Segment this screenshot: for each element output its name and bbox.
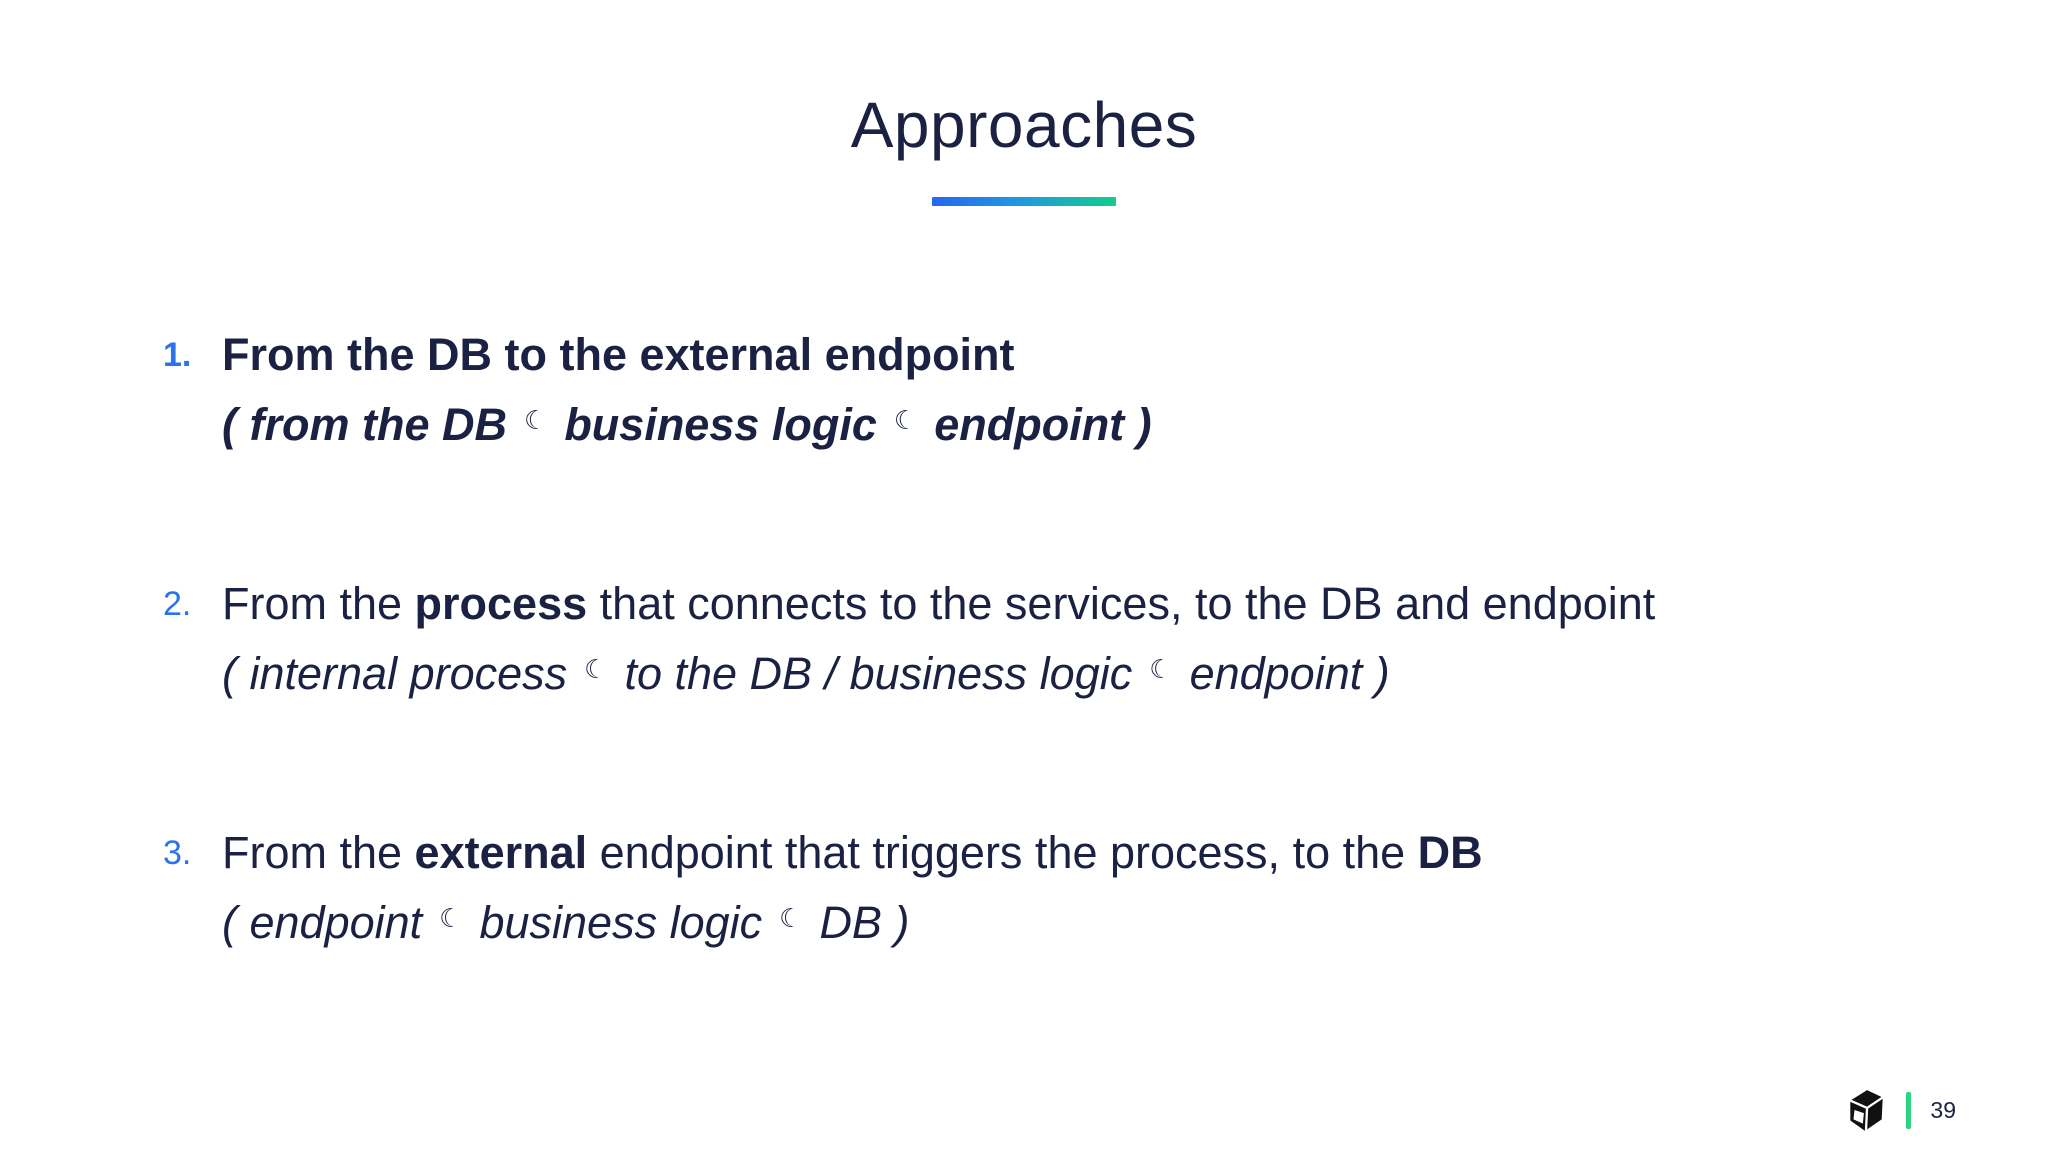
- main-segment: that connects to the services, to the DB…: [587, 578, 1656, 629]
- item-main-text: From the external endpoint that triggers…: [222, 820, 1483, 886]
- main-segment: From the: [222, 827, 415, 878]
- moon-icon: ☾: [779, 904, 803, 934]
- item-sub-text: ( from the DB ☾ business logic ☾ endpoint ): [222, 388, 1152, 458]
- item-sub-text: ( internal process ☾ to the DB / business …: [222, 637, 1655, 707]
- approaches-list: 1. From the DB to the external endpoint …: [163, 322, 1983, 1069]
- sub-segment: ( internal process: [222, 648, 568, 699]
- cube-logo-icon: [1850, 1090, 1884, 1131]
- footer-divider: [1906, 1091, 1912, 1129]
- list-item-3: 3. From the external endpoint that trigg…: [163, 820, 1983, 956]
- item-number: 2.: [163, 585, 192, 623]
- sub-segment: business logic: [479, 897, 763, 948]
- main-segment: endpoint that triggers the process, to t…: [587, 827, 1418, 878]
- list-item-2: 2. From the process that connects to the…: [163, 571, 1983, 707]
- sub-segment: business logic: [564, 399, 877, 450]
- title-underline: [932, 197, 1116, 206]
- moon-icon: ☾: [439, 904, 463, 934]
- sub-segment: ( from the DB: [222, 399, 507, 450]
- sub-segment: endpoint ): [1189, 648, 1390, 699]
- slide-title: Approaches: [850, 89, 1198, 161]
- main-segment: From the: [222, 578, 415, 629]
- item-number: 3.: [163, 834, 192, 872]
- main-segment: DB: [1417, 827, 1483, 878]
- sub-segment: DB ): [819, 897, 910, 948]
- moon-icon: ☾: [524, 406, 548, 436]
- sub-segment: endpoint ): [934, 399, 1152, 450]
- item-number: 1.: [163, 336, 192, 374]
- item-main-text: From the DB to the external endpoint: [222, 322, 1152, 388]
- page-number: 39: [1930, 1096, 1956, 1123]
- moon-icon: ☾: [1149, 655, 1173, 685]
- moon-icon: ☾: [584, 655, 608, 685]
- footer: 39: [1845, 1086, 1956, 1134]
- sub-segment: to the DB / business logic: [624, 648, 1133, 699]
- item-sub-text: ( endpoint ☾ business logic ☾ DB ): [222, 886, 1483, 956]
- item-main-text: From the process that connects to the se…: [222, 571, 1655, 637]
- moon-icon: ☾: [893, 406, 918, 436]
- sub-segment: ( endpoint: [222, 897, 423, 948]
- main-segment: process: [414, 578, 588, 629]
- main-segment: From the DB to the external endpoint: [222, 329, 1015, 380]
- list-item-1: 1. From the DB to the external endpoint …: [163, 322, 1983, 458]
- main-segment: external: [414, 827, 588, 878]
